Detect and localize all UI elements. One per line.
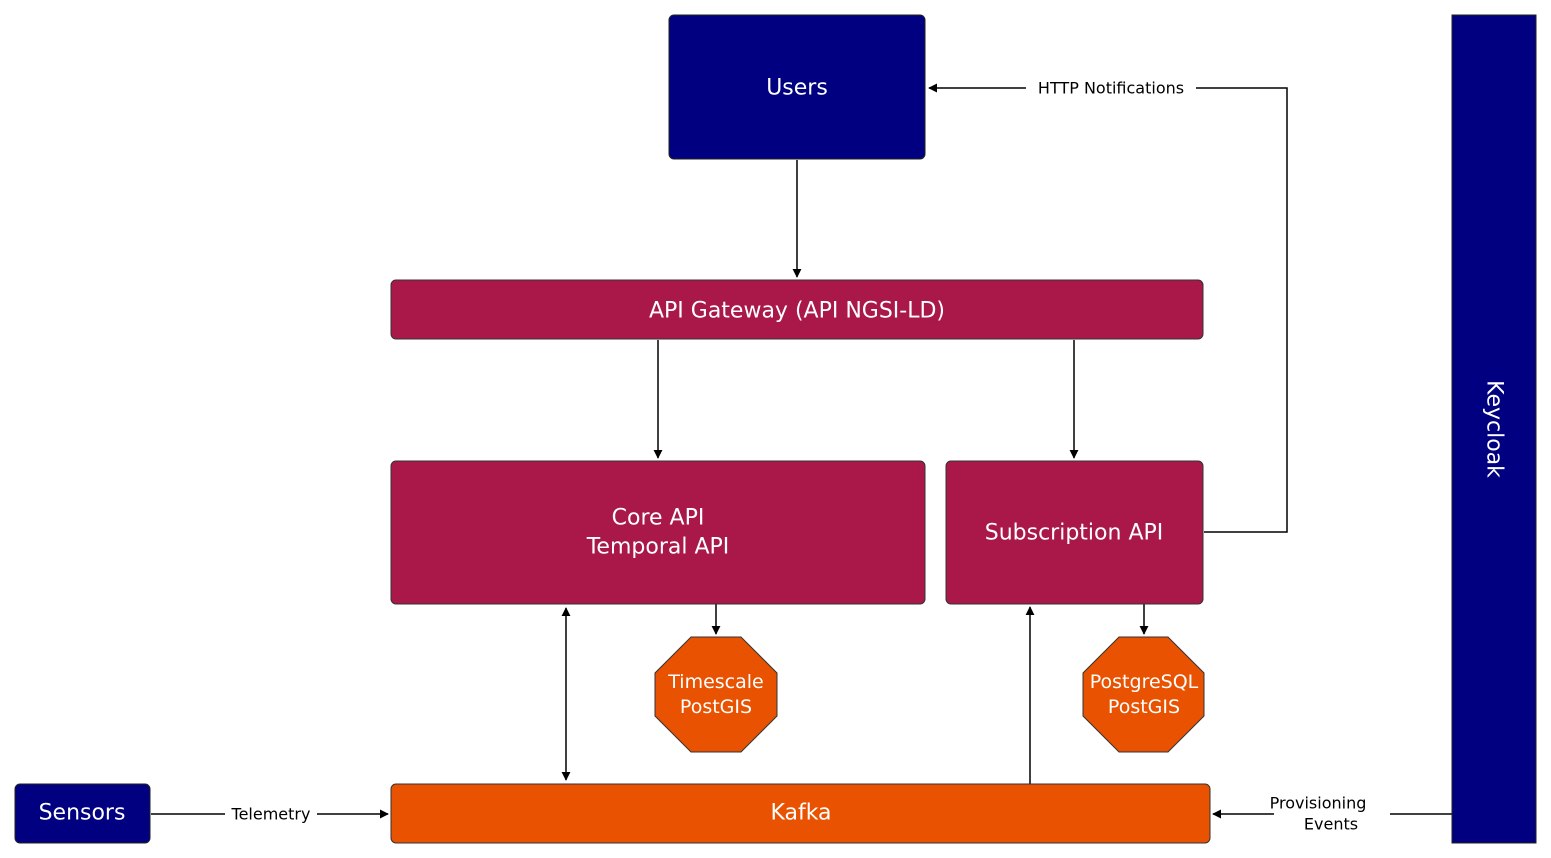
- kafka-node: Kafka: [390, 783, 1211, 844]
- nodes: Users API Gateway (API NGSI-LD) Core API…: [14, 14, 1537, 844]
- http-notifications-label: HTTP Notifications: [1026, 78, 1196, 98]
- edge-labels: HTTP Notifications Telemetry Provisionin…: [225, 78, 1390, 835]
- api-gateway-node: API Gateway (API NGSI-LD): [390, 279, 1204, 340]
- core-api-node: Core API Temporal API: [390, 460, 926, 605]
- postgres-database-node: PostgreSQL PostGIS: [1082, 636, 1205, 753]
- timescale-database-node: Timescale PostGIS: [654, 636, 778, 753]
- users-node: Users: [668, 14, 926, 160]
- timescale-postgis-label: PostGIS: [680, 696, 752, 718]
- provisioning-events-label: Provisioning Events: [1270, 793, 1390, 835]
- temporal-api-label: Temporal API: [586, 535, 730, 560]
- keycloak-label: Keycloak: [1482, 380, 1507, 478]
- subscription-api-node: Subscription API: [945, 460, 1204, 605]
- kafka-label: Kafka: [770, 801, 831, 826]
- timescale-label: Timescale: [667, 671, 763, 693]
- sensors-node: Sensors: [14, 783, 151, 844]
- core-api-label: Core API: [612, 506, 705, 531]
- keycloak-node: Keycloak: [1451, 14, 1537, 844]
- sensors-label: Sensors: [39, 801, 126, 826]
- postgres-postgis-label: PostGIS: [1108, 696, 1180, 718]
- telemetry-label: Telemetry: [225, 804, 317, 824]
- provisioning-events-line-1: Provisioning: [1270, 794, 1367, 813]
- api-gateway-label: API Gateway (API NGSI-LD): [649, 299, 945, 324]
- postgresql-label: PostgreSQL: [1090, 671, 1199, 693]
- edges: [151, 83, 1452, 819]
- http-notifications-text: HTTP Notifications: [1038, 79, 1184, 98]
- subscription-api-label: Subscription API: [985, 521, 1164, 546]
- users-label: Users: [766, 76, 828, 101]
- provisioning-events-line-2: Events: [1304, 815, 1358, 834]
- telemetry-text: Telemetry: [231, 805, 311, 824]
